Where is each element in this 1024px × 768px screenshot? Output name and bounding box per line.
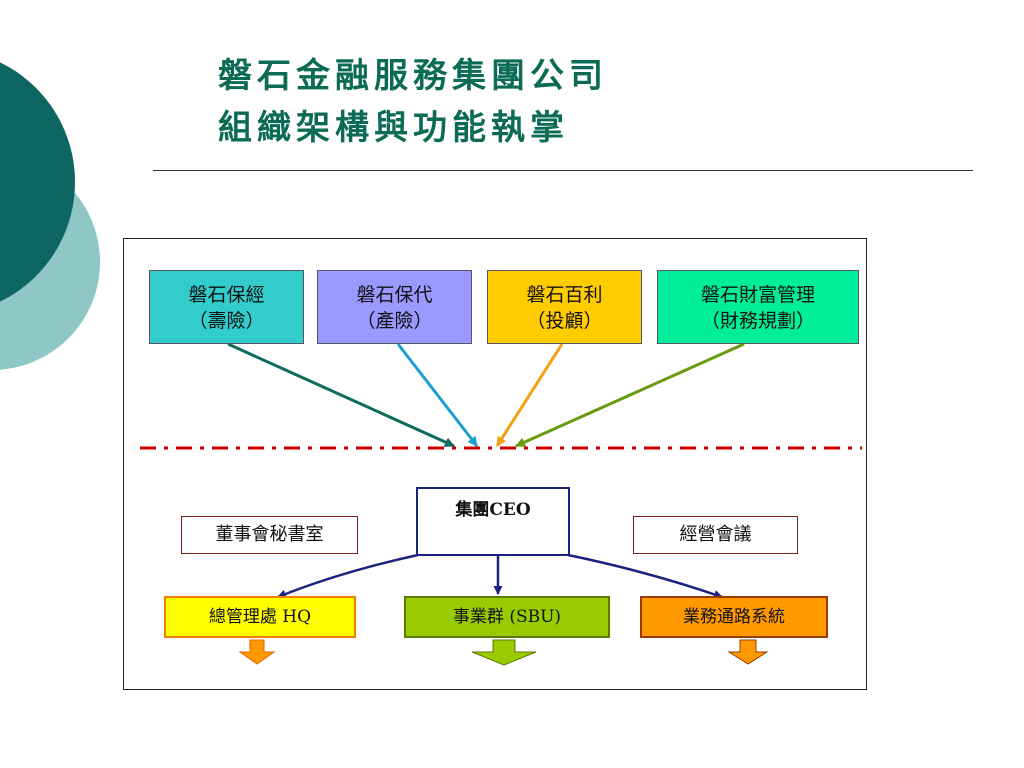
subsidiary-box-baodai: 磐石保代 （產險）	[317, 270, 472, 344]
subsidiary-box-baili: 磐石百利 （投顧）	[487, 270, 642, 344]
dark-teal-circle	[0, 62, 75, 302]
board-secretariat-box: 董事會秘書室	[181, 516, 358, 554]
department-label: 事業群 (SBU)	[452, 607, 562, 627]
subsidiary-role: （壽險）	[188, 310, 265, 332]
subsidiary-role: （投顧）	[526, 310, 603, 332]
subsidiary-name: 磐石百利	[526, 284, 603, 306]
subsidiary-role: （財務規劃）	[700, 310, 815, 332]
management-meeting-label: 經營會議	[679, 524, 752, 545]
subsidiary-name: 磐石保代	[356, 284, 433, 306]
connector-ceo-to-channels	[567, 553, 723, 599]
title-line-1: 磐石金融服務集團公司	[218, 56, 608, 96]
title-underline	[153, 170, 973, 171]
decorative-circles	[0, 62, 100, 370]
down-arrow-channels-icon	[727, 639, 769, 665]
down-arrow-sbu-icon	[471, 639, 537, 666]
ceo-box: 集團CEO	[416, 487, 570, 556]
department-label: 業務通路系統	[683, 607, 785, 627]
board-secretariat-label: 董事會秘書室	[215, 524, 324, 545]
subsidiary-box-baoji: 磐石保經 （壽險）	[149, 270, 304, 344]
arrow-wealth-to-group	[515, 342, 745, 448]
subsidiary-role: （產險）	[356, 310, 433, 332]
ceo-label: 集團CEO	[455, 500, 531, 520]
department-sbu-box: 事業群 (SBU)	[404, 596, 610, 638]
management-meeting-box: 經營會議	[633, 516, 798, 554]
connector-ceo-to-hq	[277, 553, 419, 599]
subsidiary-box-wealth: 磐石財富管理 （財務規劃）	[657, 270, 859, 344]
department-hq-box: 總管理處 HQ	[164, 596, 356, 638]
arrow-baoji-to-group	[227, 342, 455, 448]
down-arrow-hq-icon	[238, 639, 276, 665]
title-line-2: 組織架構與功能執掌	[218, 108, 569, 148]
subsidiary-name: 磐石財富管理	[700, 284, 815, 306]
arrow-baodai-to-group	[396, 343, 479, 447]
department-channels-box: 業務通路系統	[640, 596, 828, 638]
org-chart-frame	[123, 238, 867, 690]
subsidiary-name: 磐石保經	[188, 284, 265, 306]
slide-title: 磐石金融服務集團公司 組織架構與功能執掌	[218, 50, 608, 154]
department-label: 總管理處 HQ	[208, 607, 312, 627]
arrow-baili-to-group	[495, 343, 564, 447]
